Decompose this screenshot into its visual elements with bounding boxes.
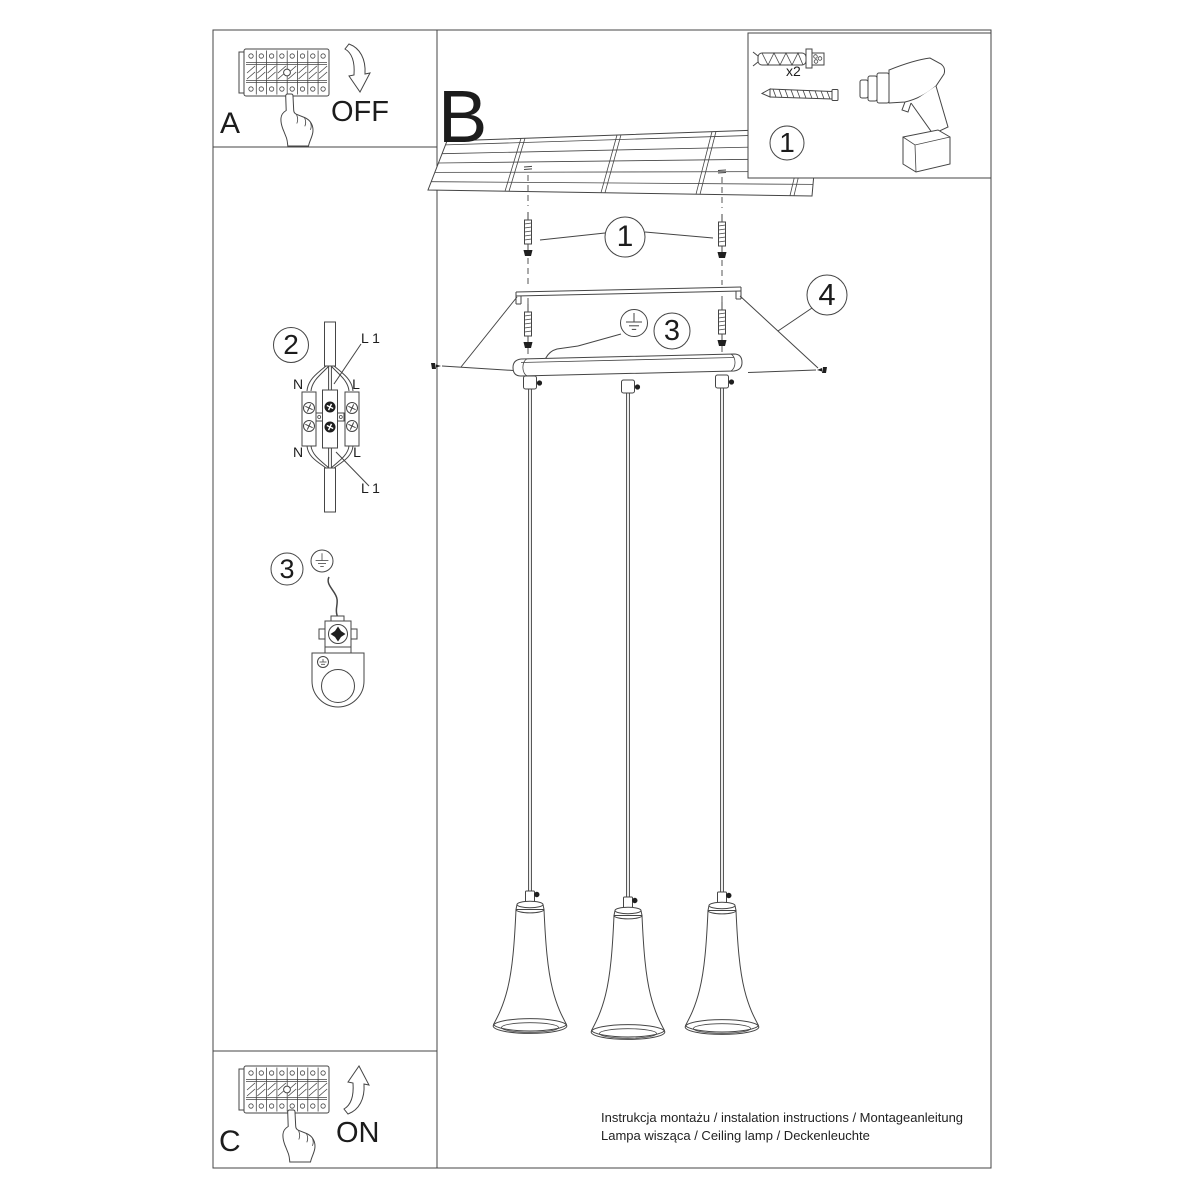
panel-c-state: ON: [336, 1117, 380, 1149]
panel-a-state: OFF: [331, 96, 389, 128]
callout-circle-canopy: [806, 274, 848, 316]
kit-box: [747, 32, 992, 179]
cable-sleeve-bottom: [324, 467, 336, 513]
panel-c-box: [212, 1050, 438, 1169]
screw-icon: [760, 88, 839, 101]
wiring-label-l-bottom: L: [353, 444, 361, 460]
breaker-panel-icon: [238, 48, 330, 97]
wiring-label-n-top: N: [292, 376, 304, 392]
mounting-bracket-icon: [515, 286, 742, 305]
drill-icon: [859, 57, 951, 173]
wiring-label-n-bottom: N: [292, 444, 304, 460]
callout-circle-ground: [653, 312, 691, 350]
anchors-callout-number: 1: [616, 220, 634, 253]
canopy-side-screw-icon: [431, 363, 827, 373]
ground-symbol-icon: [310, 549, 334, 573]
cable-sleeve-top: [324, 321, 336, 367]
dowel-count: x2: [786, 63, 801, 79]
wiring-label-l1-top: L 1: [361, 330, 380, 346]
ground-symbol-icon: [620, 309, 648, 337]
ground-terminal-icon: [318, 615, 358, 648]
ceiling-icon: [427, 127, 819, 197]
wiring-callout-number: 2: [283, 329, 299, 360]
canopy-guide-lines: [441, 295, 819, 373]
pendant-shade-icon: [492, 890, 760, 1040]
wires-bottom: [306, 445, 354, 469]
terminal-block-icon: [301, 389, 360, 449]
canopy-icon: [512, 353, 743, 394]
ground-wire: [327, 576, 339, 622]
kit-callout-circle: [769, 125, 805, 161]
pendant-cords: [528, 388, 724, 897]
callout-circle-anchors: [604, 216, 646, 258]
ground-detail-callout-circle: [270, 552, 304, 586]
panel-a-box: [212, 29, 438, 148]
assembly-axis-lines: [527, 175, 723, 357]
ground-detail-callout-number: 3: [279, 553, 295, 584]
ground-bracket-icon: [311, 646, 365, 708]
footer-line-2: Lampa wisząca / Ceiling lamp / Deckenleu…: [601, 1128, 870, 1143]
ground-callout-number: 3: [663, 314, 681, 347]
breaker-panel-icon: [238, 1065, 330, 1114]
wiring-callout-circle: [273, 327, 309, 363]
wall-plug-icon: [752, 48, 825, 69]
pilot-hole-marks: [523, 165, 727, 174]
ground-detail: [270, 549, 365, 708]
wiring-diagram: [273, 321, 370, 513]
wiring-label-l-top: L: [352, 376, 360, 392]
canopy-callout-number: 4: [818, 277, 836, 312]
footer-line-1: Instrukcja montażu / instalation instruc…: [601, 1110, 964, 1125]
kit-callout-number: 1: [779, 127, 795, 158]
wires-top: [306, 365, 354, 392]
panel-a-label: A: [220, 107, 241, 140]
panel-c-label: C: [219, 1125, 241, 1158]
step-b-label: B: [438, 75, 488, 158]
sheet-border: [212, 29, 992, 1169]
footer-caption: Instrukcja montażu / instalation instruc…: [601, 1109, 963, 1145]
wiring-label-l1-bottom: L 1: [361, 480, 380, 496]
